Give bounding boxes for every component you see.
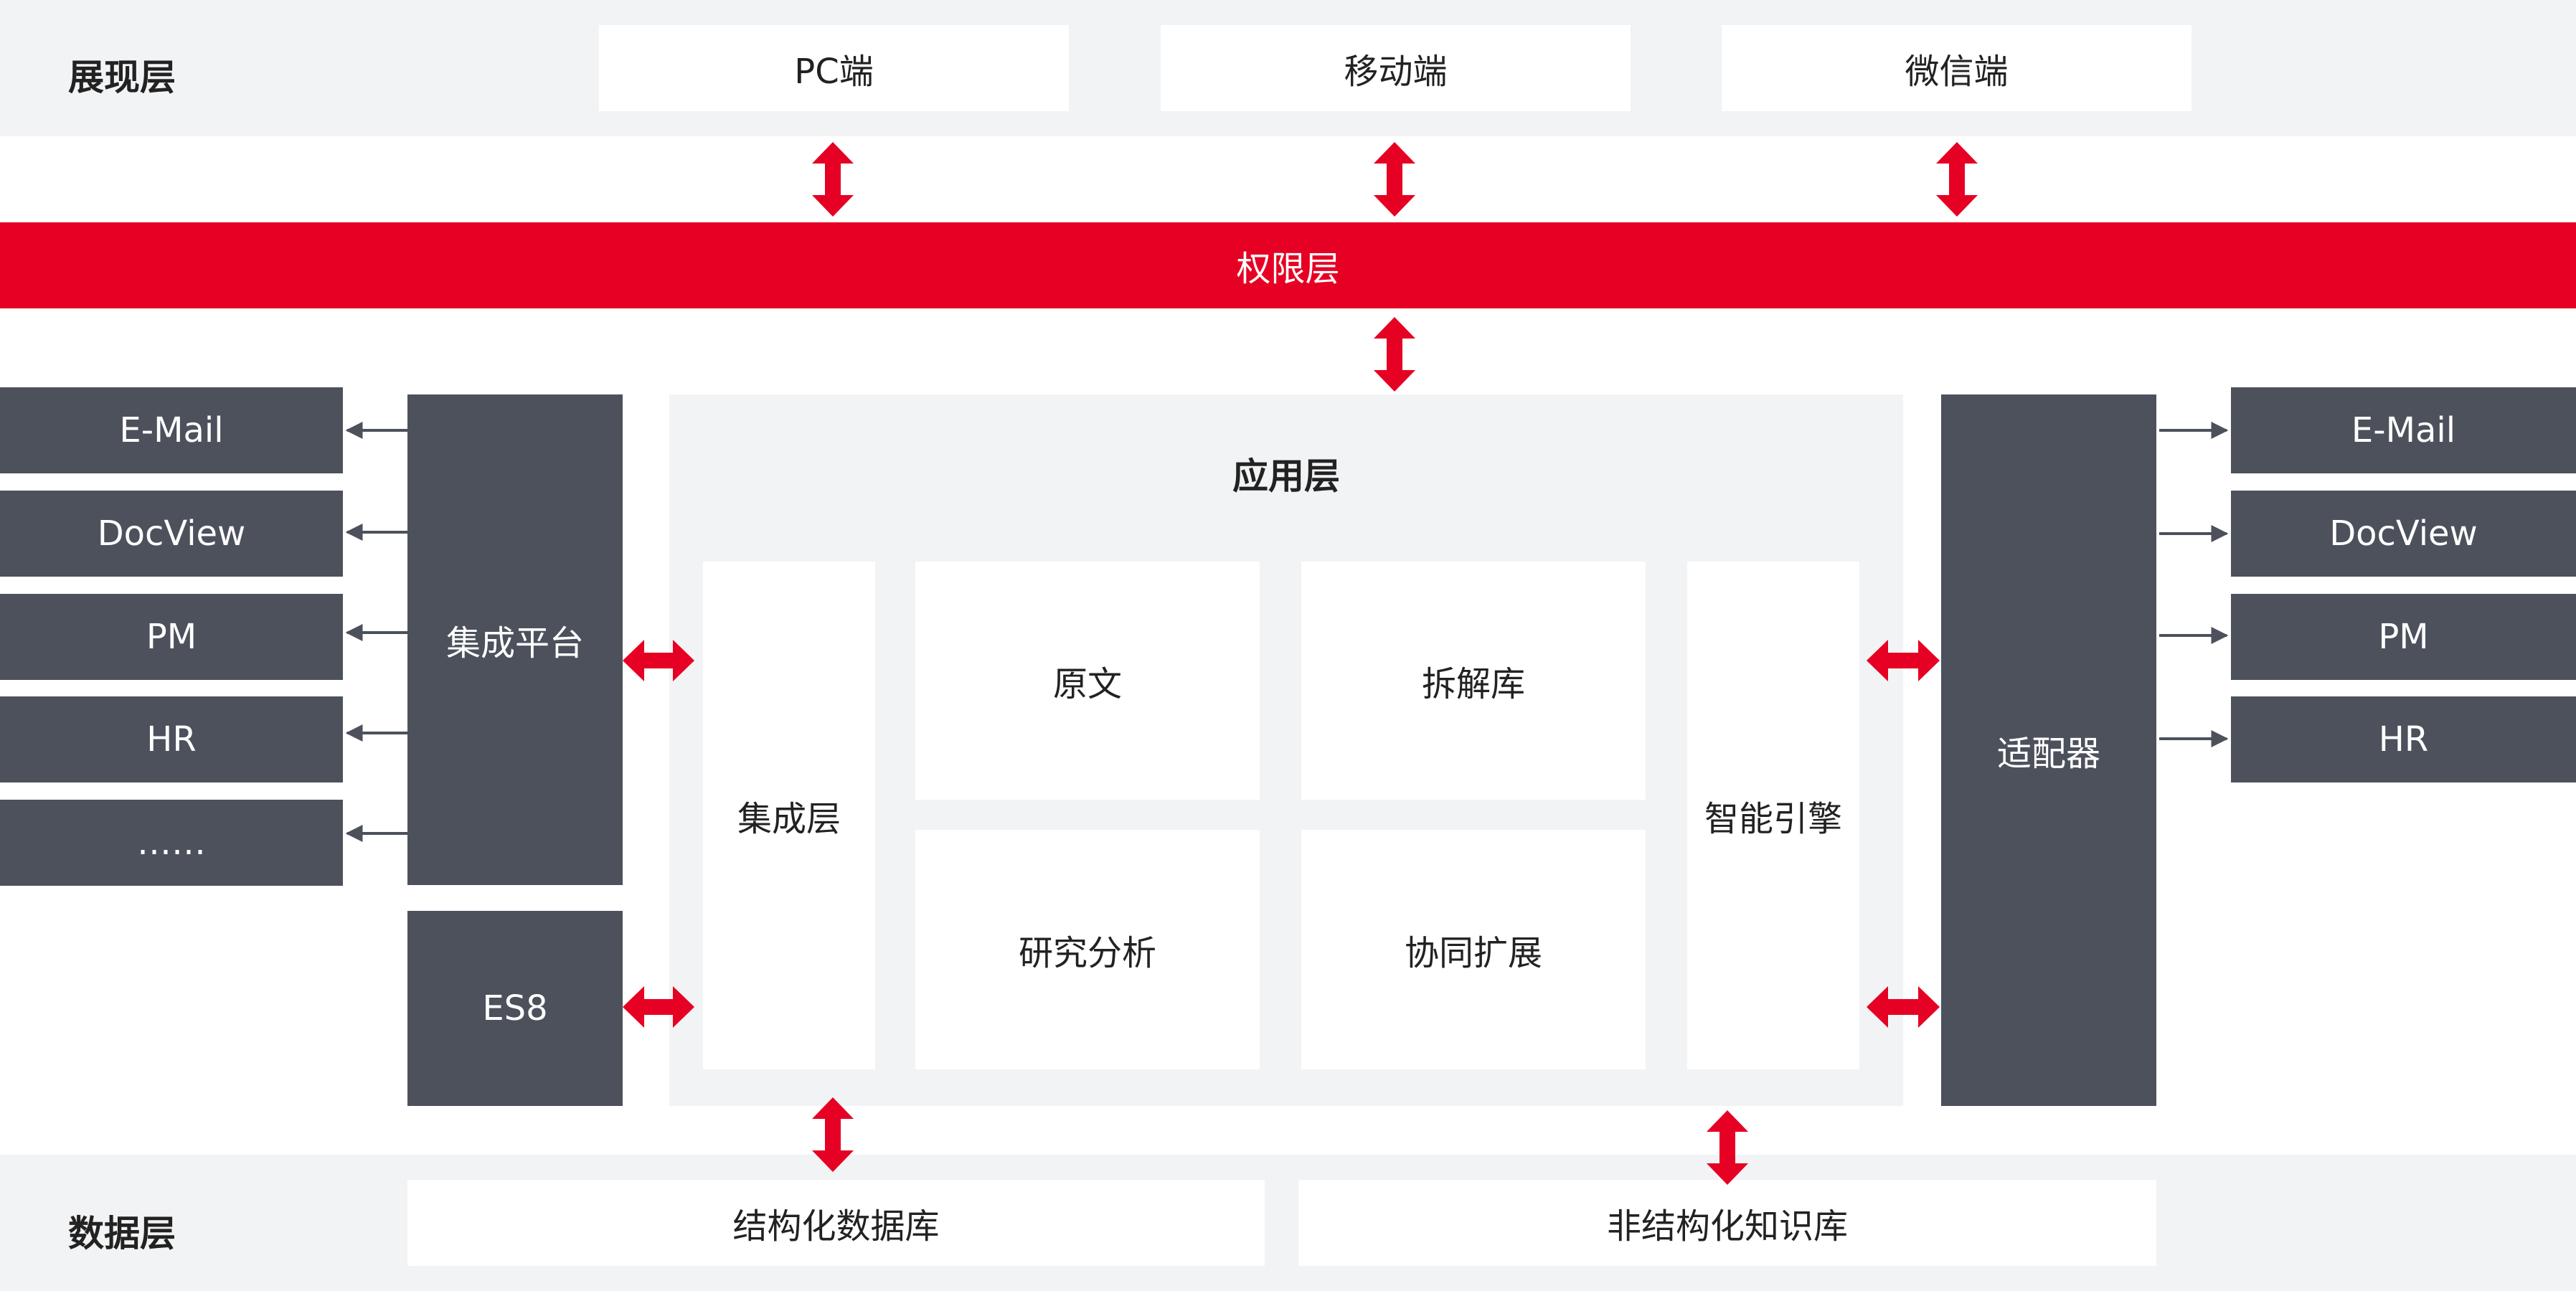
- presentation-layer-label: 展现层: [68, 57, 176, 98]
- adapter-external-arrows: [2159, 422, 2229, 747]
- unstructured-knowledge-box: 非结构化知识库: [1298, 1180, 2156, 1266]
- application-unstructured-arrow: [1707, 1110, 1748, 1185]
- smart-engine-box: 智能引擎: [1687, 562, 1859, 1069]
- engine-adapter-arrow-top: [1867, 640, 1940, 681]
- platform-external-arrows: [345, 422, 407, 842]
- data-layer-label: 数据层: [68, 1213, 176, 1254]
- es8-box: ES8: [407, 911, 623, 1106]
- left-more-box: ……: [0, 800, 343, 886]
- left-email-box: E-Mail: [0, 387, 343, 473]
- right-docview-box: DocView: [2231, 491, 2576, 577]
- permission-layer-bar: 权限层: [0, 222, 2576, 308]
- right-pm-box: PM: [2231, 594, 2576, 680]
- wechat-client-box: 微信端: [1722, 25, 2192, 111]
- structured-database-box: 结构化数据库: [407, 1180, 1265, 1266]
- adapter-box: 适配器: [1941, 394, 2156, 1106]
- platform-integration-arrow: [623, 640, 694, 681]
- application-structured-arrow: [812, 1097, 854, 1172]
- es8-integration-arrow: [623, 986, 694, 1028]
- mobile-client-box: 移动端: [1161, 25, 1631, 111]
- engine-adapter-arrow-bottom: [1867, 986, 1940, 1028]
- application-layer-label: 应用层: [1232, 455, 1340, 497]
- research-analysis-box: 研究分析: [915, 830, 1260, 1069]
- collaboration-extension-box: 协同扩展: [1301, 830, 1646, 1069]
- left-pm-box: PM: [0, 594, 343, 680]
- wechat-permission-arrow: [1936, 142, 1978, 217]
- left-hr-box: HR: [0, 696, 343, 782]
- permission-application-arrow: [1374, 317, 1415, 392]
- mobile-permission-arrow: [1374, 142, 1415, 217]
- integration-platform-box: 集成平台: [407, 394, 623, 885]
- original-text-box: 原文: [915, 562, 1260, 800]
- right-email-box: E-Mail: [2231, 387, 2576, 473]
- right-hr-box: HR: [2231, 696, 2576, 782]
- left-docview-box: DocView: [0, 491, 343, 577]
- pc-permission-arrow: [812, 142, 854, 217]
- pc-client-box: PC端: [599, 25, 1069, 111]
- decomposition-library-box: 拆解库: [1301, 562, 1646, 800]
- integration-layer-box: 集成层: [703, 562, 875, 1069]
